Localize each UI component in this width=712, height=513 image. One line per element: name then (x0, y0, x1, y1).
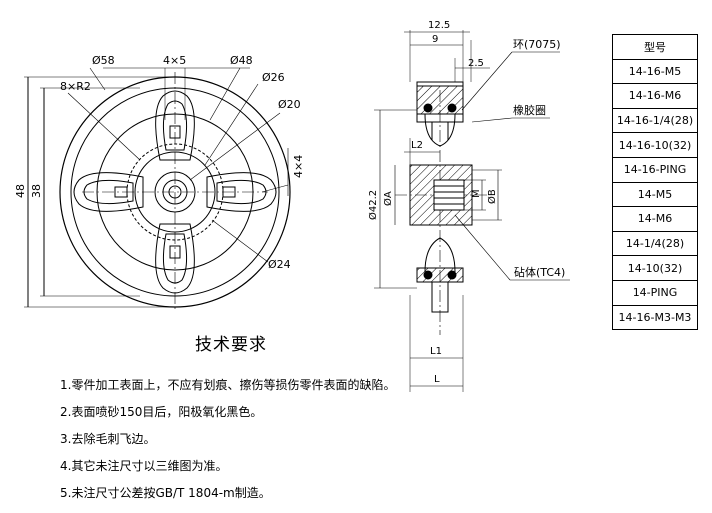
dim-d26: Ø26 (262, 71, 285, 84)
model-row: 14-16-M3-M3 (612, 304, 698, 331)
dim-8xR2: 8×R2 (60, 80, 91, 93)
model-table-header: 型号 (612, 34, 698, 60)
note-item: 2.表面喷砂150目后，阳极氧化黑色。 (60, 405, 263, 419)
dim-l1: L1 (430, 346, 442, 357)
model-row: 14-M6 (612, 206, 698, 232)
dim-9: 9 (432, 34, 438, 45)
label-anvil: 砧体(TC4) (514, 265, 565, 279)
dim-d24: Ø24 (268, 258, 291, 271)
dim-12-5: 12.5 (428, 20, 450, 31)
dim-d48: Ø48 (230, 54, 253, 67)
model-row: 14-16-1/4(28) (612, 107, 698, 134)
dim-l2: L2 (411, 140, 423, 151)
front-view (24, 67, 291, 312)
model-row: 14-M5 (612, 181, 698, 208)
note-item: 5.未注尺寸公差按GB/T 1804-m制造。 (60, 486, 271, 500)
model-table: 型号 14-16-M5 14-16-M6 14-16-1/4(28) 14-16… (612, 34, 698, 331)
dim-d58: Ø58 (92, 54, 115, 67)
model-row: 14-16-M5 (612, 58, 698, 85)
note-item: 1.零件加工表面上，不应有划痕、擦伤等损伤零件表面的缺陷。 (60, 378, 396, 392)
model-row: 14-10(32) (612, 255, 698, 281)
notes-list: 1.零件加工表面上，不应有划痕、擦伤等损伤零件表面的缺陷。 2.表面喷砂150目… (60, 372, 395, 507)
spoke-left (73, 172, 144, 212)
dim-d42-2: Ø42.2 (367, 190, 379, 220)
dim-2-5: 2.5 (468, 58, 484, 69)
dim-db: ØB (486, 189, 498, 204)
dim-38: 38 (30, 184, 43, 198)
dim-da: ØA (382, 191, 394, 206)
dim-48: 48 (14, 184, 27, 198)
section-view (374, 30, 570, 392)
model-row: 14-1/4(28) (612, 230, 698, 257)
spoke-top (155, 90, 195, 161)
note-item: 4.其它未注尺寸以三维图为准。 (60, 459, 228, 473)
model-row: 14-16-10(32) (612, 132, 698, 158)
spoke-bottom (155, 223, 195, 294)
dim-l: L (434, 374, 440, 385)
model-row: 14-16-PING (612, 156, 698, 183)
dim-m: M (471, 189, 482, 198)
model-row: 14-PING (612, 279, 698, 306)
notes-title: 技术要求 (195, 335, 267, 355)
dim-4x5: 4×5 (163, 54, 186, 67)
dim-d20: Ø20 (278, 98, 301, 111)
label-ring: 环(7075) (513, 38, 561, 51)
note-item: 3.去除毛刺飞边。 (60, 432, 156, 446)
model-row: 14-16-M6 (612, 83, 698, 109)
spoke-right (206, 172, 277, 212)
label-rubber: 橡胶圈 (513, 103, 546, 117)
dim-4x4: 4×4 (292, 155, 305, 178)
